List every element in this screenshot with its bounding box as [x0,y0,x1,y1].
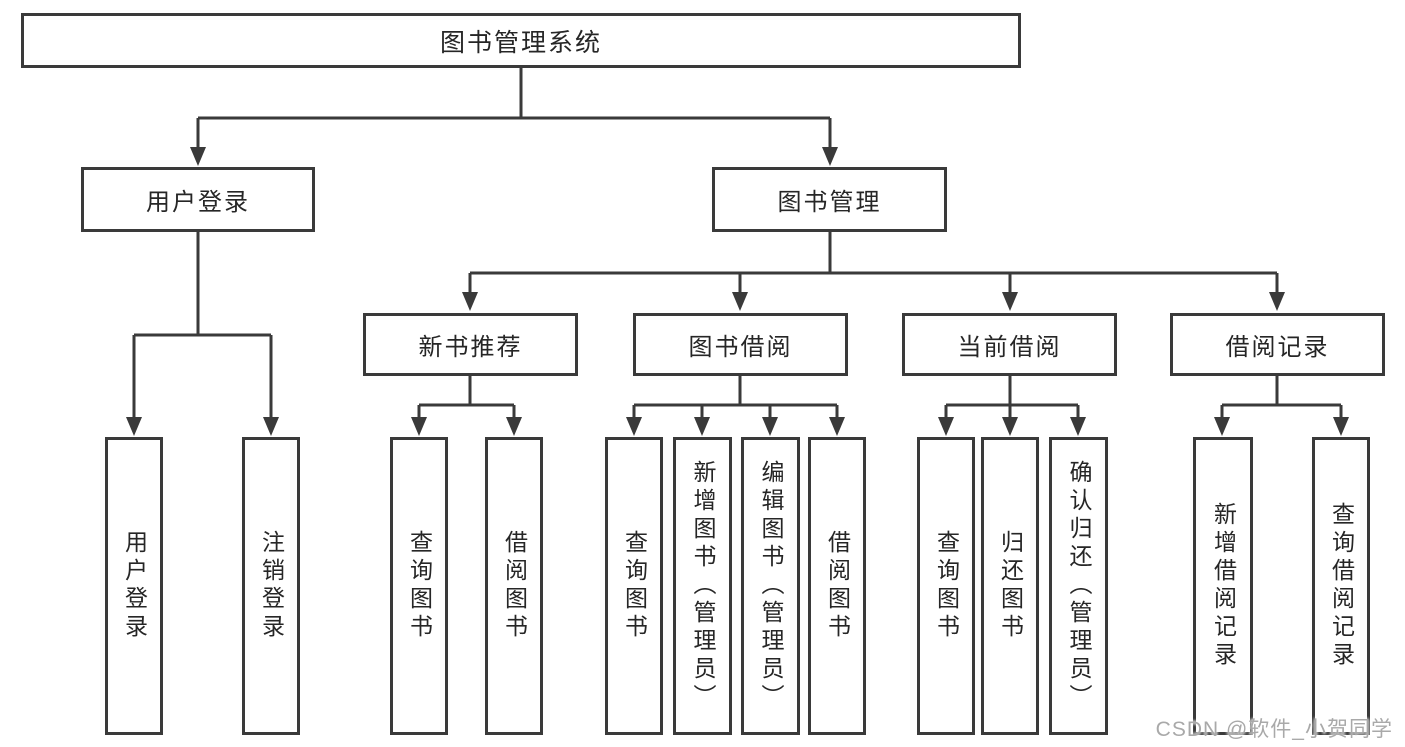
edge-root-to-level1 [196,68,832,150]
edge-borrow-record-branch [1220,376,1343,420]
leaf-borrow-books-recommend: 借阅图书 [485,437,543,735]
edge-new-book-branch [417,376,516,420]
node-book-management: 图书管理 [712,167,947,232]
node-new-book-recommend: 新书推荐 [363,313,578,376]
node-book-borrow: 图书借阅 [633,313,848,376]
edge-user-login-branch [132,232,273,420]
node-borrow-records: 借阅记录 [1170,313,1385,376]
leaf-borrow-books: 借阅图书 [808,437,866,735]
leaf-edit-book-admin: 编辑图书（管理员） [741,437,800,735]
leaf-logout: 注销登录 [242,437,300,735]
edge-book-management-branch [468,232,1279,295]
edge-current-borrow-branch [944,376,1080,420]
csdn-watermark: CSDN @软件_小贺同学 [1155,718,1393,741]
leaf-query-books-current: 查询图书 [917,437,975,735]
leaf-user-login: 用户登录 [105,437,163,735]
leaf-query-books-recommend: 查询图书 [390,437,448,735]
edge-book-borrow-branch [632,376,839,420]
leaf-query-borrow-record: 查询借阅记录 [1312,437,1370,735]
node-current-borrow: 当前借阅 [902,313,1117,376]
arrowheads [126,147,1349,436]
leaf-query-books-borrow: 查询图书 [605,437,663,735]
leaf-add-book-admin: 新增图书（管理员） [673,437,732,735]
node-user-login: 用户登录 [81,167,315,232]
leaf-return-book: 归还图书 [981,437,1039,735]
node-root: 图书管理系统 [21,13,1021,68]
leaf-add-borrow-record: 新增借阅记录 [1193,437,1253,735]
leaf-confirm-return-admin: 确认归还（管理员） [1049,437,1108,735]
